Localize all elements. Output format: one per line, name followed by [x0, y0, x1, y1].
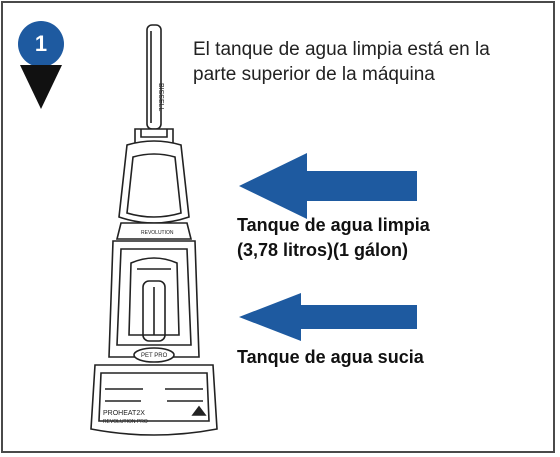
intro-text: El tanque de agua limpia está en la part… [193, 37, 533, 87]
model-line-2: REVOLUTION PRO [103, 419, 148, 425]
clean-tank-arrow-icon [239, 153, 417, 219]
intro-line-2: parte superior de la máquina [193, 64, 435, 85]
model-line-1: PROHEAT2X [103, 410, 145, 417]
dirty-tank-label: Tanque de agua sucia [237, 345, 424, 370]
clean-tank-label-line-1: Tanque de agua limpia [237, 215, 430, 235]
instruction-panel: 1 El tanque de agua limpia está en la pa… [1, 1, 555, 453]
clean-tank-label: Tanque de agua limpia (3,78 litros)(1 gá… [237, 213, 430, 263]
body-label-text: REVOLUTION [141, 230, 174, 236]
down-arrow-icon [20, 65, 62, 109]
badge-text: PET PRO [141, 353, 168, 359]
dirty-tank-arrow-icon [239, 293, 417, 341]
handle-brand-text: BISSELL [157, 83, 164, 112]
clean-tank-label-line-2: (3,78 litros)(1 gálon) [237, 240, 409, 260]
dirty-tank-label-text: Tanque de agua sucia [237, 347, 424, 367]
intro-line-1: El tanque de agua limpia está en la [193, 39, 490, 60]
step-number-badge: 1 [18, 21, 64, 67]
carpet-cleaner-illustration: BISSELL REVOLUTION PET PRO PROHEAT2X REV… [90, 24, 218, 436]
